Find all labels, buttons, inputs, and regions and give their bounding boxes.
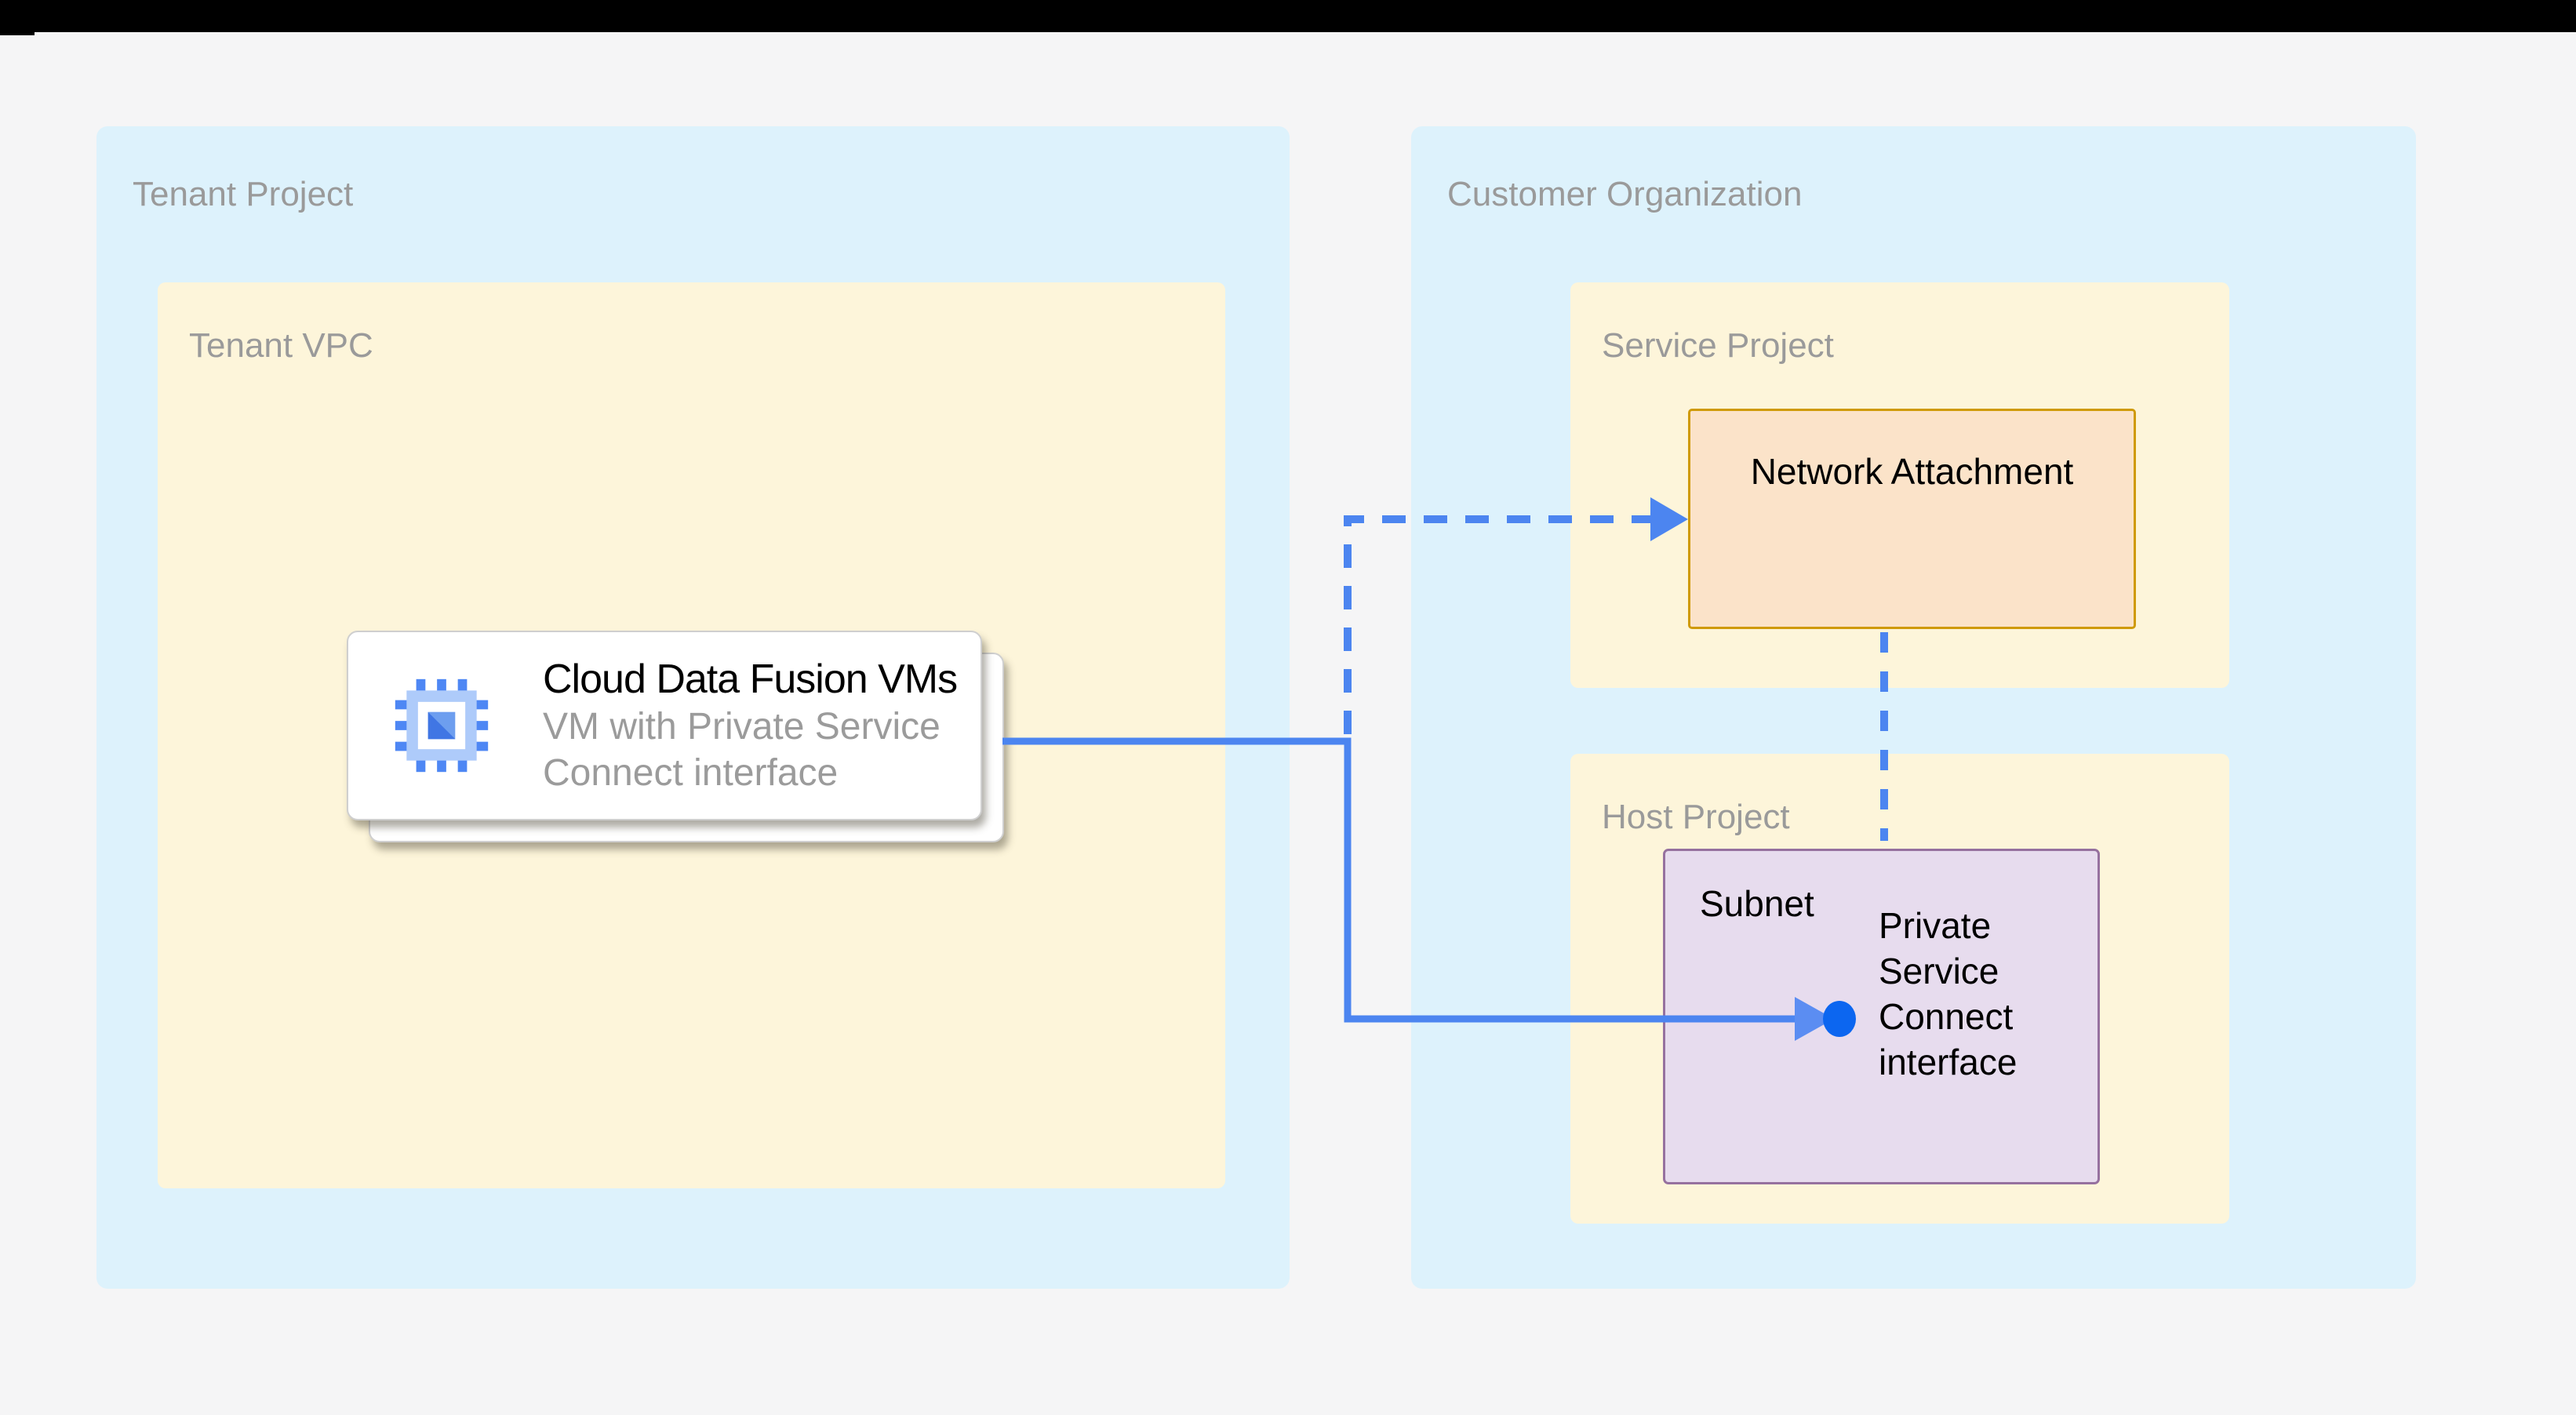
- host-project-label: Host Project: [1602, 798, 1790, 836]
- psc-interface-label: Private Service Connect interface: [1879, 903, 2017, 1085]
- tenant-vpc-label: Tenant VPC: [189, 326, 373, 365]
- window-top-bar: [0, 0, 2576, 32]
- tenant-project-label: Tenant Project: [133, 175, 354, 213]
- vm-card-subtitle-line1: VM with Private Service: [543, 706, 941, 748]
- psc-label-line3: Connect: [1879, 996, 2014, 1037]
- node-subnet: Subnet Private Service Connect interface: [1663, 849, 2100, 1184]
- zone-tenant-vpc: Tenant VPC: [158, 282, 1225, 1188]
- compute-engine-chip-icon: [395, 678, 489, 773]
- service-project-label: Service Project: [1602, 326, 1834, 365]
- network-attachment-label: Network Attachment: [1750, 451, 2074, 492]
- customer-organization-label: Customer Organization: [1447, 175, 1803, 213]
- node-network-attachment: Network Attachment: [1688, 409, 2136, 629]
- vm-card-text: Cloud Data Fusion VMs VM with Private Se…: [543, 655, 958, 796]
- vm-card-title: Cloud Data Fusion VMs: [543, 657, 958, 702]
- subnet-label: Subnet: [1700, 883, 1814, 924]
- psc-label-line2: Service: [1879, 951, 1999, 991]
- window-top-bar-notch: [0, 32, 35, 35]
- vm-card-subtitle-line2: Connect interface: [543, 752, 839, 794]
- psc-label-line4: interface: [1879, 1042, 2018, 1082]
- vm-card: Cloud Data Fusion VMs VM with Private Se…: [347, 631, 982, 820]
- psc-label-line1: Private: [1879, 905, 1992, 946]
